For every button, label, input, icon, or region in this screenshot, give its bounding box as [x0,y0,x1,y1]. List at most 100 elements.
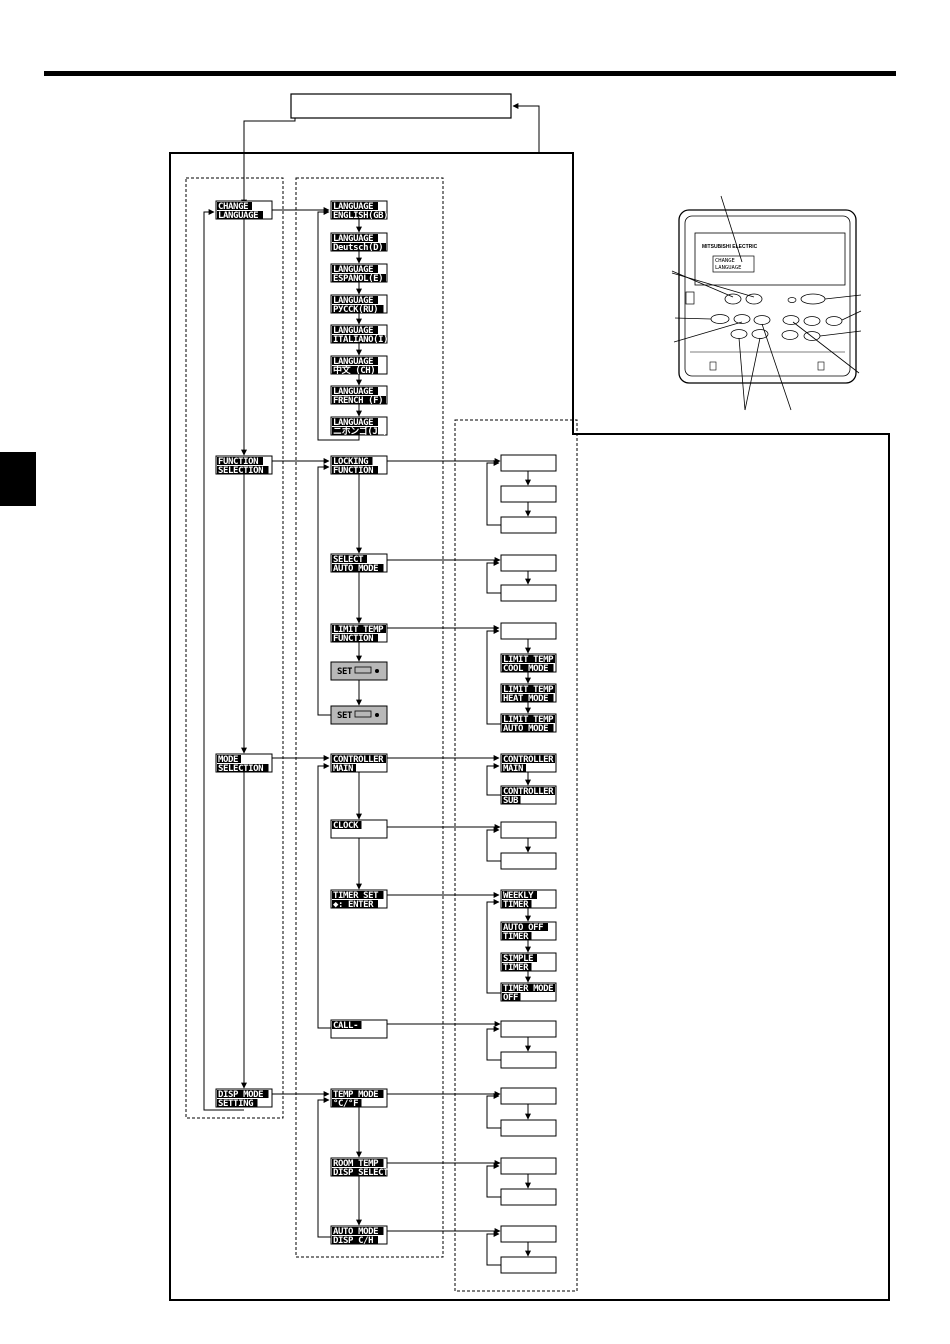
disp-item-1[interactable]: TEMP MODE°C/°F [330,1088,388,1109]
limit-temp-3-line-1: LIMIT TEMP [503,715,554,725]
language-option-8-line-2: ニホンゴ(JP) [333,425,387,437]
mode-item-2[interactable]: CLOCK [330,819,388,839]
mode-return-loop [317,763,331,1029]
language-option-8-line-bg [332,418,378,426]
set-item-2[interactable]: SET [330,705,388,725]
clip-left [709,361,717,371]
set-item-label: SET [337,711,353,721]
disp-item-3-line-1: AUTO MODE [333,1227,378,1237]
timer-option-4-line-2: OFF [503,993,518,1003]
on-off-button[interactable] [800,293,826,305]
mode-item-3[interactable]: TIMER SET◆: ENTER [330,889,388,910]
group-settings [454,419,578,1292]
timer-on-off-button[interactable] [733,314,751,324]
language-option-1-line-bg [332,202,378,210]
call-option-2 [500,1051,557,1069]
function-item-2-line-bg [332,564,384,572]
main-menu-disp-mode-setting-line-2: SETTING [218,1099,253,1109]
mode-item-4[interactable]: CALL- [330,1019,388,1039]
fan-speed-button[interactable] [782,315,800,325]
language-option-7-line-bg [332,387,378,395]
limit-temp-2-line-1: LIMIT TEMP [503,685,554,695]
timer-menu-button[interactable] [710,314,730,324]
limit-temp-1-line-bg [502,655,555,663]
operation-lamp [787,297,797,303]
disp-item-2-line-1: ROOM TEMP [333,1159,379,1169]
leader-temp-up [671,272,755,298]
function-item-1-line-bg [332,466,378,474]
language-option-4-line-bg [332,296,378,304]
locking-option-1 [500,454,557,472]
language-option-4-line-1: LANGUAGE [333,296,373,306]
locking-option-3 [500,516,557,534]
mode-item-2-line-bg [332,821,362,829]
mode-button[interactable] [753,315,771,325]
main-menu-function-selection-line-bg [217,457,263,465]
timer-option-3-line-bg [502,954,537,962]
leader-test-run [819,330,862,337]
main-menu-mode-selection-line-2: SELECTION [218,764,263,774]
leader-set-down [738,337,746,411]
controller-option-2-line-bg [502,787,555,795]
remote-screen-line-2: LANGUAGE [715,265,742,271]
timer-option-1-line-1: WEEKLY [503,891,534,901]
louver-button[interactable] [803,316,821,326]
nodes: CHANGELANGUAGEFUNCTIONSELECTIONMODESELEC… [203,200,557,1274]
header-rule [44,71,896,76]
leader-on-off [673,321,743,343]
set-item-1[interactable]: SET [330,661,388,681]
language-option-7-line-2: FRENCH (F) [333,396,383,406]
room-temp-option-1 [500,1157,557,1175]
timer-option-1-line-bg [502,900,532,908]
ventilation-button[interactable] [781,330,799,340]
language-option-1-line-1: LANGUAGE [333,202,373,212]
temp-down-button[interactable] [724,293,742,305]
vane-button[interactable] [825,316,843,326]
function-return-loop [317,464,331,716]
main-menu-disp-mode-setting-line-bg [217,1099,258,1107]
function-item-3-line-2: FUNCTION [333,634,373,644]
set-person-icon [375,713,379,717]
main-menu-function-selection-line-2: SELECTION [218,466,263,476]
language-option-6-line-bg [332,366,378,374]
entry-line [243,118,296,205]
limit-temp-2-line-bg [502,694,554,702]
auto-disp-option-1 [500,1225,557,1243]
mode-item-3-line-bg [332,891,384,899]
timer-option-4-line-bg [502,993,521,1001]
remote-screen [712,255,755,273]
language-option-8-line-bg [332,427,378,435]
set-time-down-button[interactable] [730,329,748,339]
temp-up-button[interactable] [745,293,763,305]
leader-on-off-right [824,294,862,300]
check-button[interactable] [685,291,695,305]
